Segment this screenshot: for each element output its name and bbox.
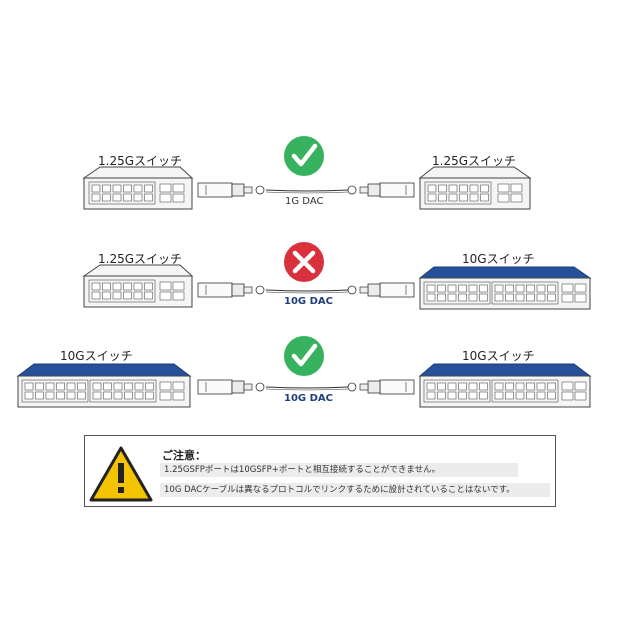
row3-cable-label: 10G DAC: [284, 393, 333, 404]
row2-right-switch-label: 10Gスイッチ: [462, 252, 535, 266]
cross-circle-icon: [284, 242, 324, 282]
row2-cable-label: 10G DAC: [284, 296, 333, 307]
notice-line-2: 10G DACケーブルは異なるプロトコルでリンクするために設計されていることはな…: [160, 483, 550, 497]
row3-right-switch-10g: [418, 363, 592, 408]
row3-dac-cable: [197, 379, 415, 395]
row2-left-switch-1g: [82, 264, 194, 308]
notice-line-1: 1.25GSFPポートは10GSFP+ポートと相互接続することができません。: [160, 463, 518, 477]
notice-title: ご注意：: [162, 449, 206, 462]
row1-right-switch-label: 1.25Gスイッチ: [432, 154, 517, 168]
row3-left-switch-label: 10Gスイッチ: [60, 349, 133, 363]
row1-dac-cable: [197, 182, 415, 198]
notice-box: [84, 435, 556, 507]
row1-left-switch-1g: [82, 166, 194, 210]
row1-cable-label: 1G DAC: [285, 196, 324, 207]
row2-left-switch-label: 1.25Gスイッチ: [98, 252, 183, 266]
row3-right-switch-label: 10Gスイッチ: [462, 349, 535, 363]
row2-right-switch-10g: [418, 266, 592, 310]
warning-triangle-icon: [89, 446, 153, 502]
check-circle-icon: [284, 136, 324, 176]
row1-left-switch-label: 1.25Gスイッチ: [98, 154, 183, 168]
row1-right-switch-1g: [418, 166, 532, 210]
row3-left-switch-10g: [16, 363, 192, 408]
row2-dac-cable: [197, 282, 415, 298]
check-circle-icon: [284, 336, 324, 376]
